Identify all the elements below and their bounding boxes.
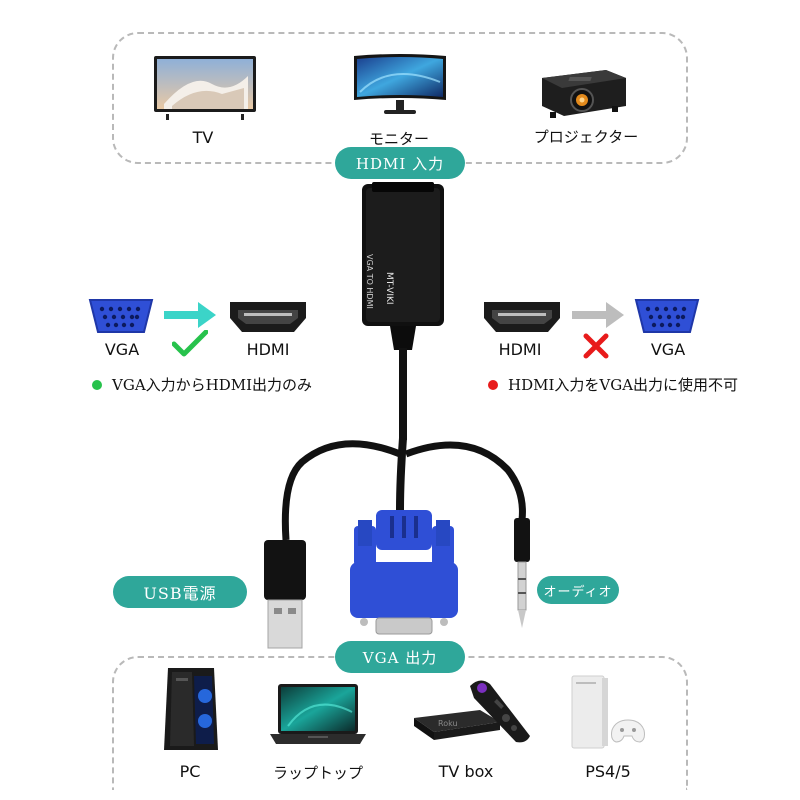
red-dot: [488, 379, 498, 390]
adapter-cables: [250, 180, 560, 660]
vga-port-icon: [88, 296, 154, 336]
right-vga-label: VGA: [650, 340, 686, 359]
arrow-right-gray-icon: [572, 300, 626, 330]
tv-icon: [152, 54, 258, 122]
right-hdmi-label: HDMI: [498, 340, 542, 359]
left-flow-note: VGA入力からHDMI出力のみ: [92, 374, 312, 395]
cross-icon: [582, 332, 610, 360]
laptop-icon: [268, 682, 368, 746]
console-label: PS4/5: [585, 762, 631, 781]
vga-port-icon-right: [634, 296, 700, 336]
adapter-model-text: VGA TO HDMI: [365, 254, 374, 309]
hdmi-input-badge: HDMI 入力: [335, 147, 465, 179]
tv-box-label: TV box: [438, 762, 494, 781]
right-flow-note: HDMI入力をVGA出力に使用不可: [488, 374, 738, 395]
arrow-right-icon: [164, 300, 218, 330]
left-flow-note-text: VGA入力からHDMI出力のみ: [112, 376, 313, 394]
left-hdmi-label: HDMI: [246, 340, 290, 359]
vga-output-badge: VGA 出力: [335, 641, 465, 673]
right-flow-note-text: HDMI入力をVGA出力に使用不可: [508, 376, 739, 394]
usb-power-badge: USB電源: [113, 576, 247, 608]
pc-tower-icon: [160, 666, 222, 752]
tv-box-icon: Roku: [410, 674, 546, 746]
left-vga-label: VGA: [104, 340, 140, 359]
hdmi-port-icon: [228, 298, 308, 336]
projector-icon: [536, 60, 632, 122]
check-icon: [172, 330, 208, 358]
hdmi-port-icon-right: [482, 298, 562, 336]
projector-label: プロジェクター: [533, 128, 639, 146]
laptop-label: ラップトップ: [272, 764, 364, 782]
console-icon: [562, 670, 652, 752]
monitor-label: モニター: [368, 130, 430, 148]
monitor-icon: [350, 52, 450, 118]
svg-text:Roku: Roku: [438, 719, 458, 728]
adapter-brand-text: MT-VIKI: [384, 272, 394, 305]
tv-label: TV: [192, 128, 214, 147]
audio-badge: オーディオ: [537, 576, 619, 604]
green-dot: [92, 379, 102, 390]
pc-label: PC: [179, 762, 201, 781]
